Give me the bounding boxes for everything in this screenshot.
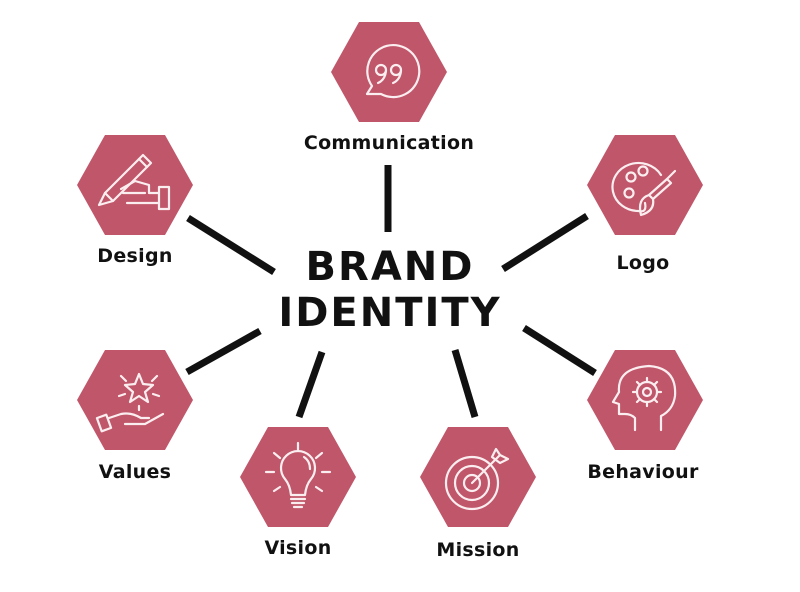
node-logo bbox=[587, 135, 703, 235]
connector-mission bbox=[451, 348, 479, 419]
node-mission bbox=[420, 427, 536, 527]
connector-design bbox=[186, 215, 276, 275]
node-values bbox=[77, 350, 193, 450]
hand-holding-star-icon bbox=[95, 372, 165, 433]
label-communication: Communication bbox=[303, 132, 475, 154]
label-mission: Mission bbox=[436, 539, 520, 561]
node-vision bbox=[240, 427, 356, 527]
connector-values bbox=[185, 327, 262, 376]
center-title-line2: IDENTITY bbox=[278, 290, 502, 336]
target-arrow-icon bbox=[444, 447, 510, 511]
node-design bbox=[77, 135, 193, 235]
center-title-line1: BRAND bbox=[305, 244, 475, 290]
quote-speech-bubble-icon bbox=[365, 44, 421, 99]
label-values: Values bbox=[98, 461, 172, 483]
connector-vision bbox=[295, 350, 326, 419]
hexagon bbox=[331, 22, 447, 122]
hexagon bbox=[77, 135, 193, 235]
light-bulb-icon bbox=[264, 441, 332, 509]
head-gear-icon bbox=[611, 364, 677, 432]
hexagon bbox=[77, 350, 193, 450]
label-vision: Vision bbox=[264, 537, 332, 559]
center-title: BRAND IDENTITY bbox=[278, 244, 501, 336]
label-design: Design bbox=[97, 245, 173, 267]
label-behaviour: Behaviour bbox=[587, 461, 699, 483]
hexagon bbox=[240, 427, 356, 527]
hexagon bbox=[587, 350, 703, 450]
connector-logo bbox=[501, 213, 589, 272]
node-communication bbox=[331, 22, 447, 122]
hexagon bbox=[587, 135, 703, 235]
connector-behaviour bbox=[522, 325, 597, 376]
label-logo: Logo bbox=[616, 252, 670, 274]
paint-palette-brush-icon bbox=[611, 161, 677, 217]
hand-writing-pencil-icon bbox=[97, 153, 171, 211]
node-behaviour bbox=[587, 350, 703, 450]
